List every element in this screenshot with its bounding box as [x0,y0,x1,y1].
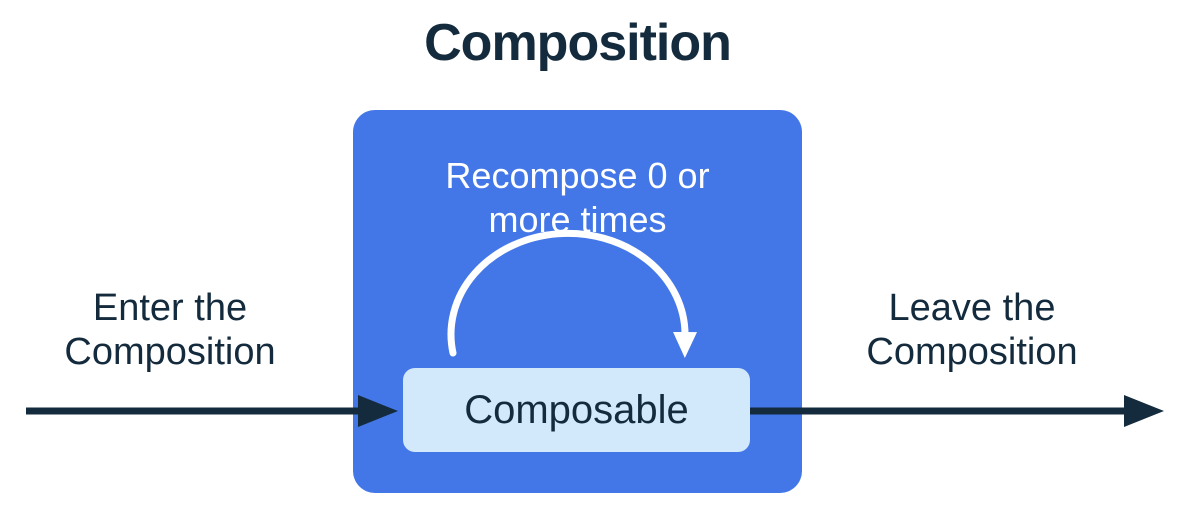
recompose-label: Recompose 0 or more times [445,155,710,240]
enter-composition-label: Enter the Composition [64,287,276,373]
composition-box: Recompose 0 or more times Composable [353,110,802,493]
composable-box: Composable [403,368,750,452]
leave-composition-label: Leave the Composition [866,287,1078,373]
diagram-title: Composition [424,14,732,72]
composable-label: Composable [464,387,689,432]
